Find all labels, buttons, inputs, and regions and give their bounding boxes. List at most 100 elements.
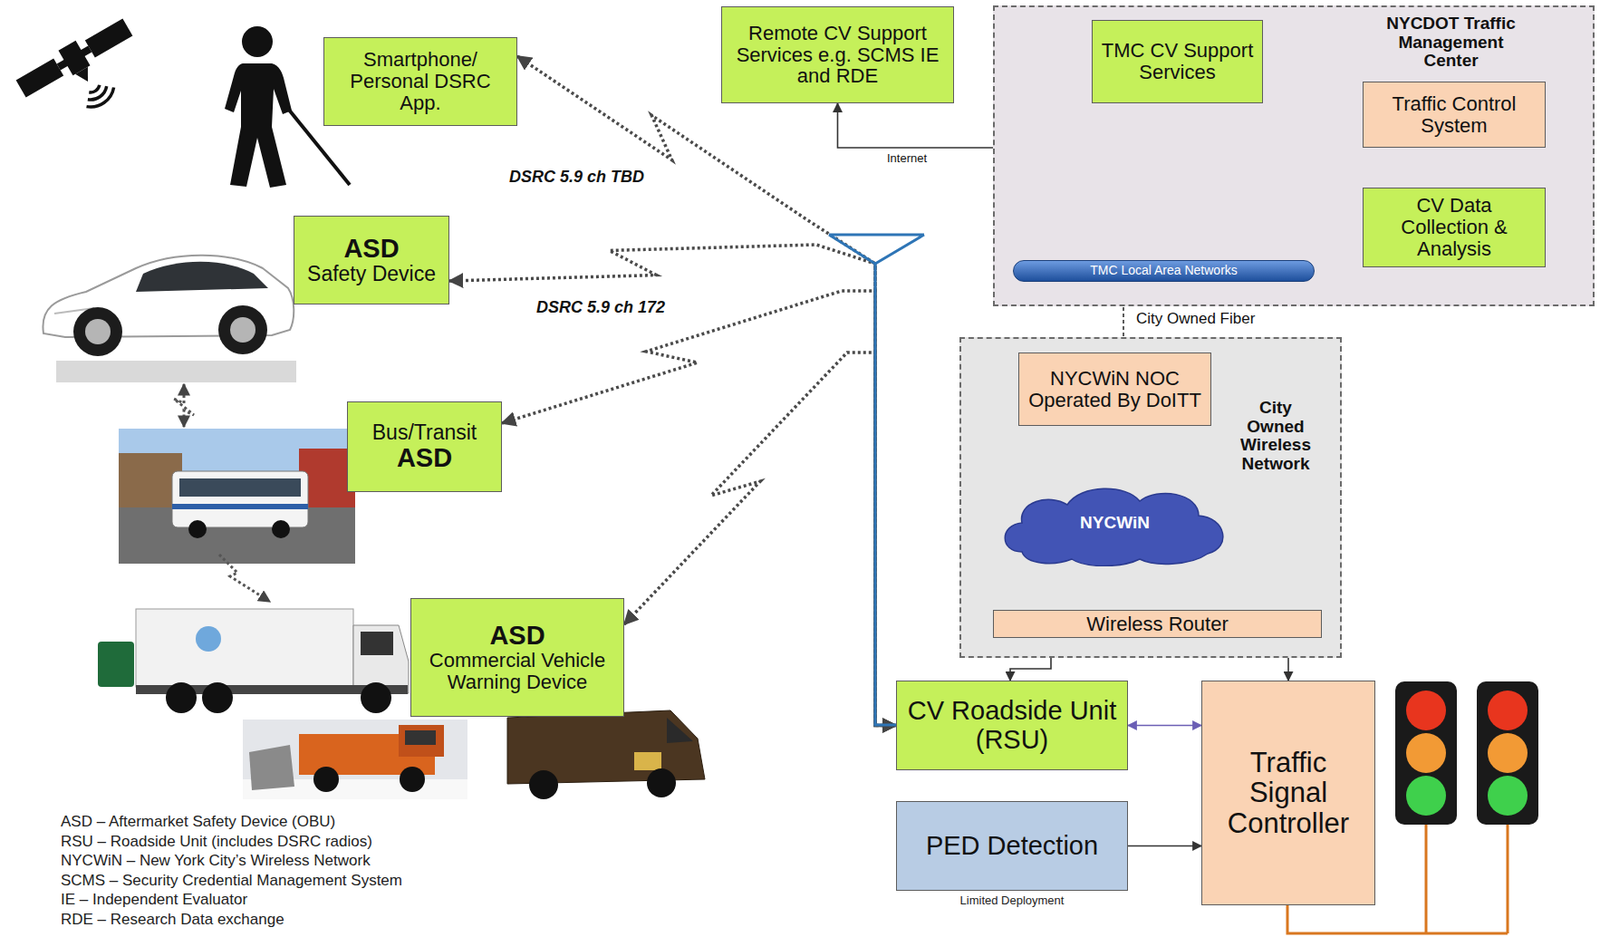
- pedestrian-figure: [224, 63, 292, 188]
- box-label: ASD: [355, 443, 494, 473]
- traffic-light: [1395, 681, 1539, 825]
- bus-photo: [179, 478, 301, 497]
- car-illustration: [85, 318, 111, 345]
- snowplow-photo: [242, 719, 468, 800]
- vehicle-link: [173, 384, 194, 427]
- garbage-truck: [360, 631, 394, 656]
- snowplow-photo: [313, 766, 339, 792]
- box-label: Traffic Control System: [1370, 93, 1538, 137]
- box-label: Bus/Transit: [355, 421, 494, 444]
- connector-label: DSRC 5.9 ch TBD: [507, 168, 646, 187]
- device-box: ASDCommercial Vehicle Warning Device: [410, 597, 625, 717]
- garbage-truck: [353, 625, 409, 694]
- box-label: NYCWiN: [1002, 513, 1228, 533]
- device-box: ASDSafety Device: [293, 215, 450, 305]
- antenna-mast: [875, 263, 897, 725]
- abbreviation-note: SCMS – Security Credential Management Sy…: [58, 872, 405, 890]
- box-label: Traffic Signal Controller: [1209, 747, 1368, 839]
- signal-waves: [86, 85, 115, 107]
- bus-photo: [172, 503, 309, 510]
- signal-waves: [86, 87, 115, 107]
- service-box: TMC CV Support Services: [1091, 19, 1263, 104]
- satellite-icon: [16, 57, 65, 97]
- detection-box: PED DetectionLimited Deployment: [896, 800, 1128, 891]
- vehicle-link: [219, 554, 270, 602]
- bus-photo: [118, 428, 356, 564]
- connector: [1127, 724, 1202, 727]
- caption-note: Limited Deployment: [896, 894, 1128, 907]
- satellite-icon: [13, 14, 142, 113]
- box-label: ASD: [301, 234, 442, 263]
- box-label: CV Data Collection & Analysis: [1370, 194, 1538, 260]
- garbage-truck: [202, 682, 233, 714]
- system-box: NYCWiN NOC Operated By DoITT: [1018, 352, 1212, 426]
- network-bar: TMC Local Area Networks: [1012, 260, 1315, 282]
- car-illustration: [42, 255, 297, 383]
- box-label: Safety Device: [301, 262, 442, 286]
- region-heading: NYCDOT Traffic Management Center: [1368, 14, 1533, 71]
- traffic-light: [1406, 690, 1446, 731]
- delivery-van: [646, 768, 676, 798]
- management-center-region: NYCDOT Traffic Management Center TMC CV S…: [992, 5, 1595, 307]
- bus-photo: [271, 520, 290, 539]
- satellite-icon: [75, 67, 95, 86]
- box-label: TMC CV Support Services: [1099, 39, 1255, 84]
- app-box: Smartphone/ Personal DSRC App.: [323, 37, 518, 126]
- abbreviation-note: ASD – Aftermarket Safety Device (OBU): [58, 813, 338, 831]
- box-label: Smartphone/ Personal DSRC App.: [331, 48, 510, 114]
- car-illustration: [73, 307, 123, 357]
- snowplow-photo: [242, 719, 468, 800]
- car-illustration: [135, 261, 269, 292]
- traffic-light: [1487, 690, 1528, 731]
- box-label: NYCWiN NOC Operated By DoITT: [1026, 367, 1204, 412]
- region-heading: City Owned Wireless Network: [1228, 398, 1323, 473]
- antenna-mast: [828, 234, 925, 264]
- traffic-light: [1406, 775, 1446, 816]
- box-label: Remote CV Support Services e.g. SCMS IE …: [729, 22, 946, 87]
- vehicle-link: [173, 384, 270, 602]
- box-label: ASD: [418, 621, 617, 650]
- traffic-light: [1406, 732, 1446, 773]
- snowplow-photo: [249, 744, 295, 791]
- garbage-truck: [195, 626, 222, 652]
- connector-label: Internet: [885, 152, 929, 165]
- connector: [1127, 845, 1202, 848]
- box-label: TMC Local Area Networks: [1021, 263, 1307, 278]
- garbage-truck: [135, 608, 354, 687]
- car-illustration: [56, 360, 297, 383]
- delivery-van: [666, 717, 694, 743]
- snowplow-photo: [399, 766, 425, 792]
- delivery-van: [529, 770, 559, 800]
- box-label: Wireless Router: [1001, 613, 1314, 636]
- garbage-truck: [97, 641, 135, 687]
- box-label: CV Roadside Unit (RSU): [904, 696, 1120, 754]
- bus-photo: [172, 471, 309, 528]
- wireless-network-region: City Owned Wireless Network NYCWiN NOC Op…: [959, 337, 1342, 658]
- garbage-truck: [360, 682, 392, 714]
- signal-waves: [87, 86, 107, 100]
- abbreviation-note: RSU – Roadside Unit (includes DSRC radio…: [58, 833, 375, 851]
- garbage-truck: [165, 682, 197, 714]
- bus-photo: [118, 428, 356, 564]
- delivery-van: [507, 710, 705, 800]
- traffic-light: [1487, 732, 1528, 773]
- signal-waves: [88, 85, 100, 93]
- box-label: Commercial Vehicle Warning Device: [418, 649, 617, 694]
- car-illustration: [230, 317, 256, 343]
- roadside-unit-box: CV Roadside Unit (RSU): [896, 680, 1128, 771]
- car-illustration: [218, 305, 268, 355]
- snowplow-photo: [404, 730, 436, 745]
- connector-label: City Owned Fiber: [1134, 310, 1257, 328]
- pedestrian-figure: [241, 26, 273, 58]
- system-box: Traffic Control System: [1362, 81, 1546, 148]
- traffic-light: [1395, 681, 1457, 825]
- garbage-truck: [97, 608, 409, 714]
- connector-label: DSRC 5.9 ch 172: [534, 298, 667, 318]
- traffic-light: [1487, 775, 1528, 816]
- delivery-van: [634, 751, 662, 771]
- router-bar: Wireless Router: [992, 609, 1322, 638]
- network-cloud: NYCWiN: [994, 479, 1235, 567]
